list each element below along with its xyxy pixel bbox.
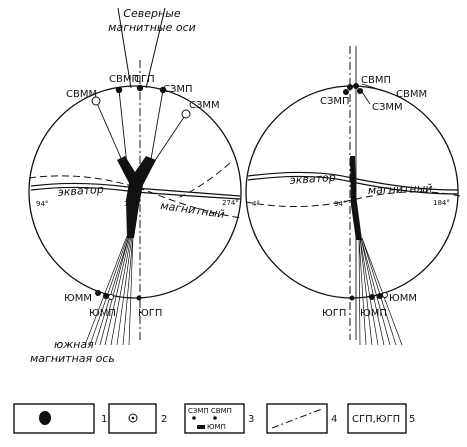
right-yump-marker bbox=[369, 294, 375, 300]
legend-filled-marker bbox=[39, 411, 51, 425]
left-south-fan bbox=[84, 235, 134, 346]
left-szmm-label: СЗММ bbox=[189, 100, 220, 111]
right-yump-marker-2 bbox=[377, 293, 383, 299]
legend: 1 2 СЗМП СВМП ЮМП 3 4 СГП,ЮГП 5 bbox=[13, 403, 415, 434]
right-equator-line bbox=[247, 171, 459, 191]
right-szmp-marker bbox=[357, 88, 363, 94]
right-deg-184: 184° bbox=[433, 199, 450, 207]
left-yumm-marker bbox=[95, 290, 101, 296]
left-yumm-label: ЮММ bbox=[64, 293, 92, 304]
right-svmp-label: СВМП bbox=[361, 75, 391, 86]
left-deg-274: 274° bbox=[222, 199, 239, 207]
left-svmp-line bbox=[118, 89, 128, 166]
legend-item-3-num: 3 bbox=[248, 414, 254, 425]
legend-open-marker-dot bbox=[131, 416, 135, 420]
right-szmm-pointer bbox=[361, 91, 371, 105]
right-yump-label: ЮМП bbox=[360, 308, 387, 319]
right-szmp-marker-2 bbox=[343, 89, 349, 95]
legend-item-5-box bbox=[347, 403, 407, 434]
left-szmm-line bbox=[151, 113, 187, 166]
legend-item-3-bar bbox=[197, 425, 205, 429]
legend-item-2-box bbox=[108, 403, 157, 434]
legend-item-1-num: 1 bbox=[101, 414, 107, 425]
left-magnetic-equator-arc bbox=[179, 162, 231, 198]
left-szmm-marker bbox=[181, 109, 191, 119]
right-svmm-pointer bbox=[361, 83, 376, 89]
left-north-axis-line-a bbox=[117, 7, 132, 89]
north-axes-title-line2: магнитные оси bbox=[108, 21, 196, 34]
left-globe: СВМП СГП СЗМП СВММ СЗММ экватор магнитны… bbox=[28, 7, 243, 346]
right-yugp-marker bbox=[349, 295, 355, 301]
right-szmm-label: СЗММ bbox=[372, 102, 403, 113]
left-svmm-label: СВММ bbox=[66, 89, 97, 100]
right-yumm-open-marker bbox=[382, 292, 388, 298]
legend-item-3-text-b: ЮМП bbox=[207, 423, 226, 431]
left-yugp-label: ЮГП bbox=[138, 308, 162, 319]
left-szmp-line bbox=[149, 89, 164, 166]
legend-item-2-num: 2 bbox=[161, 414, 167, 425]
left-north-axis-line-b bbox=[145, 7, 166, 89]
left-svmp-marker bbox=[115, 86, 123, 94]
left-szmp-label: СЗМП bbox=[163, 84, 193, 95]
right-equator-label: экватор bbox=[289, 171, 336, 187]
left-magnetic-label: магнитный bbox=[160, 199, 226, 221]
legend-item-3-dot-a bbox=[192, 416, 196, 420]
legend-item-1-box bbox=[13, 403, 95, 434]
north-axes-title-line1: Северные bbox=[123, 7, 181, 20]
left-yugp-marker bbox=[136, 295, 142, 301]
right-svmp-marker bbox=[347, 84, 353, 90]
left-svmm-marker bbox=[91, 96, 101, 106]
left-yump-open-marker bbox=[108, 294, 114, 300]
legend-dash-line bbox=[271, 408, 323, 429]
legend-item-4-box bbox=[266, 403, 328, 434]
right-vertical-body bbox=[350, 156, 362, 240]
left-yump-marker bbox=[103, 293, 109, 299]
left-equator-line bbox=[30, 182, 241, 197]
left-svmp-label: СВМП bbox=[109, 74, 139, 85]
legend-item-3-box bbox=[184, 403, 245, 434]
left-svmm-line bbox=[95, 100, 125, 166]
legend-item-4-num: 4 bbox=[331, 414, 337, 425]
left-szmp-marker bbox=[159, 86, 167, 94]
right-svmm-label: СВММ bbox=[396, 89, 427, 100]
right-magnetic-label: магнитный bbox=[368, 182, 433, 197]
right-sgp-marker bbox=[353, 83, 359, 89]
left-equator-line-2 bbox=[30, 186, 241, 200]
right-globe: СВМП СЗМП СВММ СЗММ экватор магнитный 4°… bbox=[245, 46, 461, 346]
legend-item-3-dot-b bbox=[213, 416, 217, 420]
left-equator-label: экватор bbox=[57, 183, 104, 199]
legend-item-5-num: 5 bbox=[409, 414, 415, 425]
legend-item-5-text: СГП,ЮГП bbox=[352, 414, 400, 425]
right-equator-line-2 bbox=[247, 175, 459, 195]
right-szmp-label: СЗМП bbox=[320, 96, 350, 107]
left-deg-184: 184° bbox=[124, 200, 141, 208]
left-globe-outline bbox=[28, 85, 242, 299]
right-yumm-label: ЮММ bbox=[389, 293, 417, 304]
left-sgp-label: СГП bbox=[134, 74, 155, 85]
left-y-magnetic-body bbox=[117, 156, 156, 238]
south-axis-caption-line1: южная bbox=[54, 338, 94, 351]
right-south-fan bbox=[358, 237, 403, 346]
right-deg-94: 94° bbox=[334, 200, 346, 208]
left-deg-94: 94° bbox=[36, 200, 48, 208]
right-yugp-label: ЮГП bbox=[322, 308, 346, 319]
legend-item-3-text-a: СЗМП СВМП bbox=[188, 407, 232, 415]
left-magnetic-equator bbox=[28, 175, 243, 219]
right-deg-4: 4° bbox=[252, 200, 260, 208]
south-axis-caption-line2: магнитная ось bbox=[30, 352, 115, 365]
left-yump-label: ЮМП bbox=[89, 308, 116, 319]
left-sgp-marker bbox=[136, 84, 144, 92]
